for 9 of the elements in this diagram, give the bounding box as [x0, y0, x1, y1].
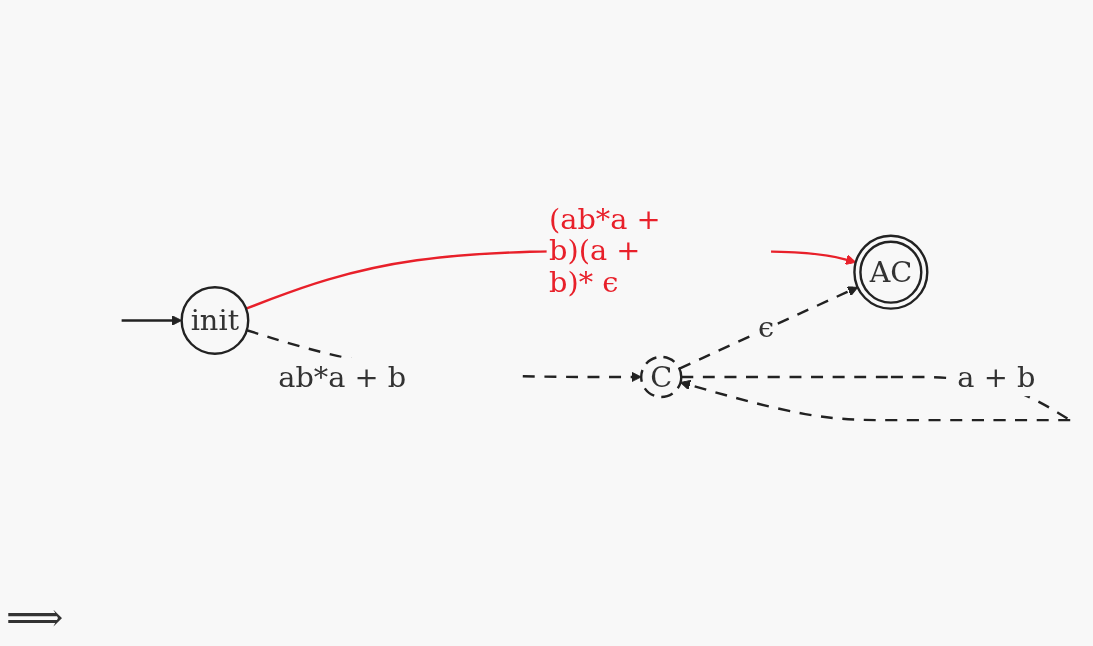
node-circle: init: [180, 286, 250, 355]
arrow: [678, 286, 859, 370]
edge-label: ϵ: [758, 310, 775, 345]
edge-label: a + b: [957, 359, 1036, 394]
node-circle: AC: [853, 234, 929, 310]
edge-label: ab*a + b: [278, 359, 407, 394]
implies-symbol: ⟹: [6, 594, 64, 640]
node-circle: C: [640, 355, 683, 399]
edge-label: (ab*a + b)(a + b)* ϵ: [549, 201, 661, 299]
